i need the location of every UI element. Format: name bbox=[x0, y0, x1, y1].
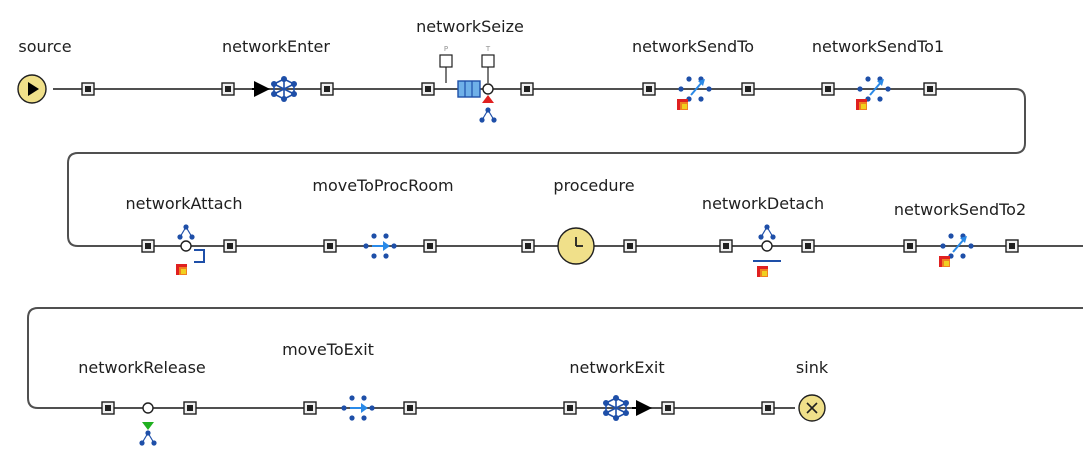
port-p-icon bbox=[439, 54, 453, 68]
port-icon[interactable] bbox=[623, 239, 637, 253]
label-network-attach: networkAttach bbox=[125, 194, 243, 213]
connector-row2 bbox=[27, 307, 1083, 409]
port-icon[interactable] bbox=[183, 401, 197, 415]
network-send-to-block[interactable] bbox=[677, 76, 712, 110]
move-to-proc-room-block[interactable] bbox=[363, 233, 397, 259]
port-icon[interactable] bbox=[1005, 239, 1019, 253]
port-group bbox=[81, 82, 1019, 415]
network-seize-block[interactable]: P T bbox=[439, 45, 498, 124]
release-arrow-icon bbox=[142, 422, 154, 430]
label-network-detach: networkDetach bbox=[701, 194, 825, 213]
port-icon[interactable] bbox=[303, 401, 317, 415]
port-icon[interactable] bbox=[563, 401, 577, 415]
network-detach-block[interactable] bbox=[753, 223, 781, 277]
network-attach-block[interactable] bbox=[176, 223, 205, 275]
network-exit-block[interactable] bbox=[603, 395, 629, 421]
network-send-to1-block[interactable] bbox=[856, 76, 891, 110]
network-send-to2-block[interactable] bbox=[939, 233, 974, 267]
label-network-exit: networkExit bbox=[569, 358, 665, 377]
label-network-release: networkRelease bbox=[78, 358, 206, 377]
label-move-to-proc-room: moveToProcRoom bbox=[312, 176, 454, 195]
label-sink: sink bbox=[795, 358, 829, 377]
move-to-exit-block[interactable] bbox=[341, 395, 375, 421]
label-network-send-to2: networkSendTo2 bbox=[893, 200, 1027, 219]
port-icon[interactable] bbox=[741, 82, 755, 96]
port-icon[interactable] bbox=[661, 401, 675, 415]
port-icon[interactable] bbox=[821, 82, 835, 96]
port-icon[interactable] bbox=[221, 82, 235, 96]
label-network-send-to: networkSendTo bbox=[631, 37, 755, 56]
label-network-enter: networkEnter bbox=[222, 37, 330, 56]
port-icon[interactable] bbox=[421, 82, 435, 96]
port-icon[interactable] bbox=[81, 82, 95, 96]
network-enter-block[interactable] bbox=[271, 76, 297, 102]
port-icon[interactable] bbox=[719, 239, 733, 253]
connector-lines bbox=[27, 88, 1083, 409]
connector-row1 bbox=[53, 88, 1083, 247]
label-network-send-to1: networkSendTo1 bbox=[811, 37, 945, 56]
port-icon[interactable] bbox=[521, 239, 535, 253]
queue-icon bbox=[457, 80, 481, 98]
network-release-block[interactable] bbox=[138, 402, 158, 447]
label-procedure: procedure bbox=[553, 176, 635, 195]
label-source: source bbox=[18, 37, 72, 56]
port-icon[interactable] bbox=[320, 82, 334, 96]
port-icon[interactable] bbox=[923, 82, 937, 96]
port-icon[interactable] bbox=[903, 239, 917, 253]
attach-bracket-icon bbox=[194, 249, 205, 263]
label-network-seize: networkSeize bbox=[416, 17, 524, 36]
port-icon[interactable] bbox=[141, 239, 155, 253]
label-move-to-exit: moveToExit bbox=[282, 340, 374, 359]
port-icon[interactable] bbox=[642, 82, 656, 96]
seize-arrow-icon bbox=[482, 95, 494, 103]
port-t-icon bbox=[481, 54, 495, 68]
port-icon[interactable] bbox=[520, 82, 534, 96]
port-icon[interactable] bbox=[761, 401, 775, 415]
source-block[interactable] bbox=[17, 74, 47, 104]
port-p-label: P bbox=[444, 45, 448, 53]
port-t-label: T bbox=[485, 45, 491, 53]
port-icon[interactable] bbox=[801, 239, 815, 253]
port-icon[interactable] bbox=[101, 401, 115, 415]
port-icon[interactable] bbox=[223, 239, 237, 253]
play-icon bbox=[28, 82, 39, 96]
port-icon[interactable] bbox=[403, 401, 417, 415]
procedure-block[interactable] bbox=[557, 227, 595, 265]
port-icon[interactable] bbox=[423, 239, 437, 253]
sink-block[interactable] bbox=[798, 394, 826, 422]
port-icon[interactable] bbox=[323, 239, 337, 253]
